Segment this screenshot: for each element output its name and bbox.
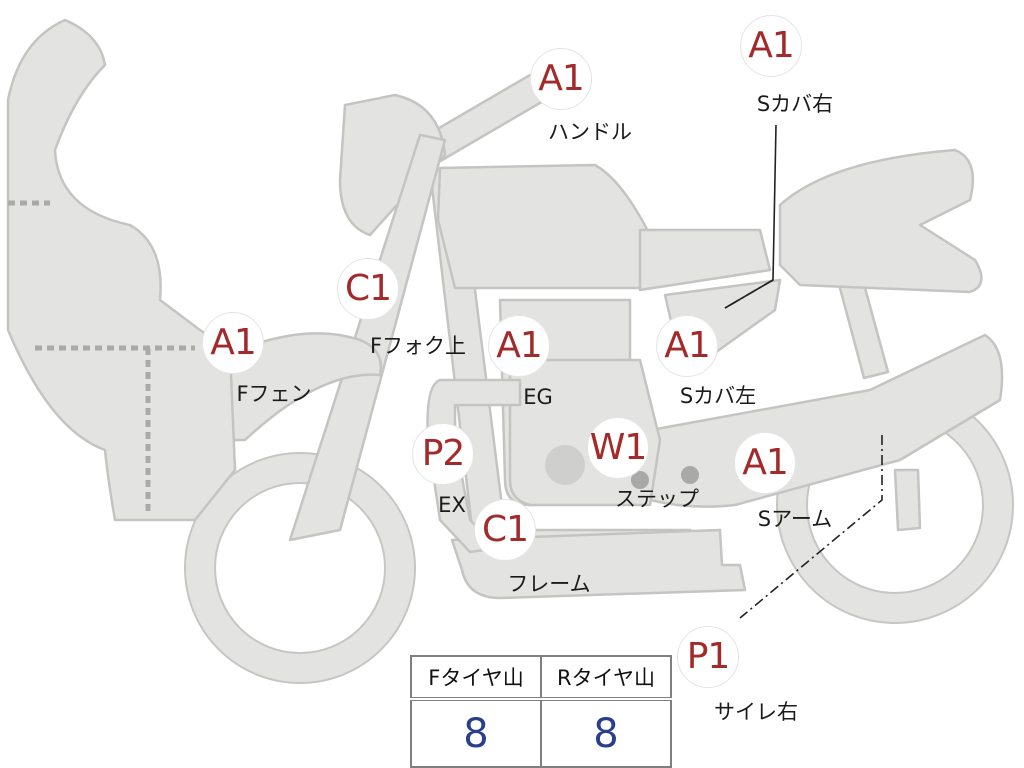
rear-tire-value: 8 [540,698,672,768]
side-cover [638,228,772,292]
fuel-tank [436,163,652,290]
side-cover-right-grade-badge: A1 [740,15,802,77]
handle-label: ハンドル [548,120,632,144]
tire-table-header-row: Fタイヤ山 Rタイヤ山 [410,655,672,701]
tire-tread-table: Fタイヤ山 Rタイヤ山 8 8 [410,655,672,768]
front-tire-header: Fタイヤ山 [410,655,542,701]
silencer-right-grade-badge: P1 [677,626,739,688]
frame-grade-badge: C1 [474,499,536,561]
seat [778,148,983,294]
rear-tire-header: Rタイヤ山 [540,655,672,701]
swing-arm-shape [638,333,1004,508]
fork-upper-grade-badge: C1 [337,258,399,320]
engine-label: EG [523,385,553,409]
side-cover-left-grade-badge: A1 [656,315,718,377]
swing-arm-label: Sアーム [757,507,833,531]
silencer-right-label: サイレ右 [714,700,798,724]
leader-line-side-cover-r-dash [724,279,774,309]
exhaust-label: EX [438,493,466,517]
front-tire-value: 8 [410,698,542,768]
engine-cover-circle [545,445,585,485]
leader-line-silencer [739,435,883,619]
side-cover-right-label: Sカバ右 [756,92,834,116]
tire-table-value-row: 8 8 [410,698,672,768]
swing-arm-grade-badge: A1 [734,432,796,494]
front-wheel [184,452,416,684]
fairing [6,18,237,522]
front-fender-label: Fフェン [236,382,312,406]
handle-grade-badge: A1 [530,48,592,110]
front-fender-grade-badge: A1 [202,312,264,374]
chain-guard [893,468,922,532]
fork-upper-label: Fフォク上 [369,334,467,358]
side-cover-left-label: Sカバ左 [679,384,757,408]
engine-grade-badge: A1 [488,315,550,377]
frame-label: フレーム [507,572,591,596]
footpeg-right-knob [681,466,699,484]
footpeg-left-knob [631,471,649,489]
step-grade-badge: W1 [587,417,649,479]
exhaust-grade-badge: P2 [412,423,474,485]
front-fork [288,133,447,542]
step-label: ステップ [615,487,699,511]
